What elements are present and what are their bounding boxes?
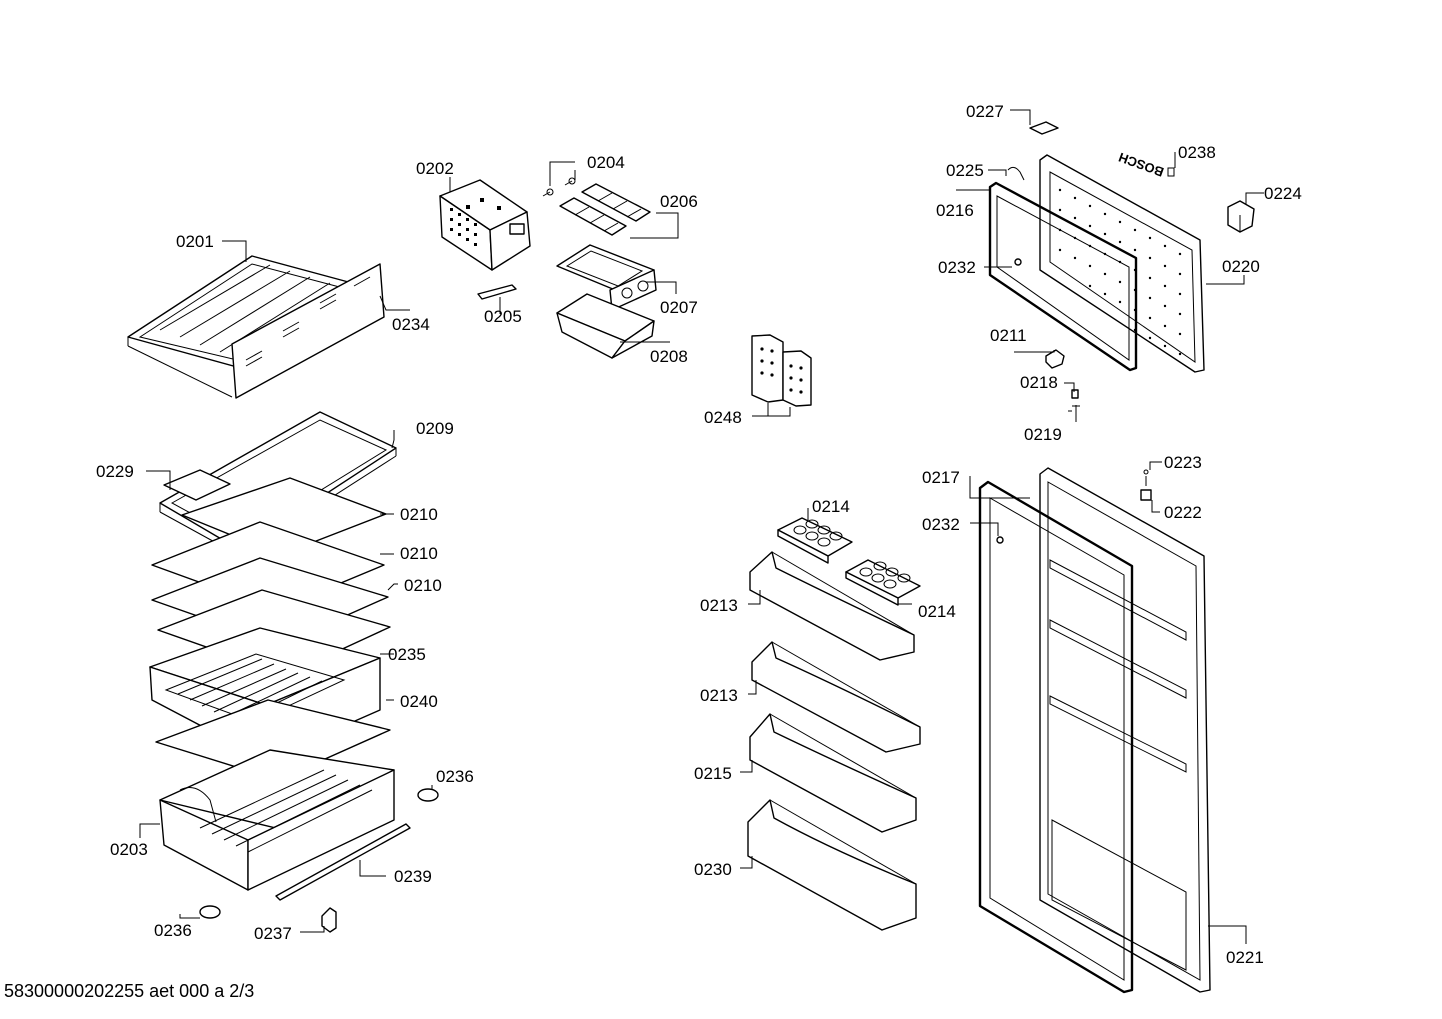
part-0230-door-bin-4 xyxy=(747,799,917,931)
label-0209: 0209 xyxy=(416,419,454,438)
part-0208-ice-bin xyxy=(556,293,655,359)
label-0210-c: 0210 xyxy=(404,576,442,595)
label-0236-lower: 0236 xyxy=(154,921,192,940)
part-0206-ice-trays xyxy=(559,183,651,236)
document-footer-code: 58300000202255 aet 000 a 2/3 xyxy=(4,981,255,1001)
label-0202: 0202 xyxy=(416,159,454,178)
part-0217-fridge-gasket xyxy=(978,480,1134,994)
label-0208: 0208 xyxy=(650,347,688,366)
label-0220: 0220 xyxy=(1222,257,1260,276)
part-0223-screw xyxy=(1143,469,1149,486)
label-0217: 0217 xyxy=(922,468,960,487)
part-0219-screw xyxy=(1072,405,1080,422)
part-0216-freezer-gasket xyxy=(988,181,1138,372)
part-0214-egg-tray-1 xyxy=(777,517,853,564)
label-0232-upper: 0232 xyxy=(938,258,976,277)
label-0222: 0222 xyxy=(1164,503,1202,522)
label-0232-lower: 0232 xyxy=(922,515,960,534)
bosch-logo-text: BOSCH xyxy=(1117,150,1166,180)
label-0201: 0201 xyxy=(176,232,214,251)
label-0235: 0235 xyxy=(388,645,426,664)
label-0240: 0240 xyxy=(400,692,438,711)
label-0227: 0227 xyxy=(966,102,1004,121)
label-0210-b: 0210 xyxy=(400,544,438,563)
part-0248-ice-packs xyxy=(751,334,812,407)
part-0232-plug-upper xyxy=(1014,258,1022,266)
part-0202-housing xyxy=(439,179,531,271)
part-0218-nut xyxy=(1071,389,1079,399)
label-0210-a: 0210 xyxy=(400,505,438,524)
part-0214-egg-tray-2 xyxy=(845,559,921,606)
part-0236-foot-lower xyxy=(199,905,221,919)
label-0236-upper: 0236 xyxy=(436,767,474,786)
part-0238-logo: BOSCH xyxy=(1117,150,1175,180)
label-0223: 0223 xyxy=(1164,453,1202,472)
part-0213-door-bin-1 xyxy=(749,551,915,661)
part-0205-strip xyxy=(477,284,517,300)
label-0230: 0230 xyxy=(694,860,732,879)
label-0214-a: 0214 xyxy=(812,497,850,516)
label-0213-b: 0213 xyxy=(700,686,738,705)
leader-lines xyxy=(139,109,1264,944)
part-0211-handle xyxy=(1045,349,1065,369)
label-0234: 0234 xyxy=(392,315,430,334)
label-0203: 0203 xyxy=(110,840,148,859)
label-0224: 0224 xyxy=(1264,184,1302,203)
label-0214-b: 0214 xyxy=(918,602,956,621)
label-0206: 0206 xyxy=(660,192,698,211)
label-0216: 0216 xyxy=(936,201,974,220)
part-0204-screws xyxy=(542,177,576,197)
label-0221: 0221 xyxy=(1226,948,1264,967)
part-0232-plug-lower xyxy=(996,536,1004,544)
label-0205: 0205 xyxy=(484,307,522,326)
part-0237-clip xyxy=(321,907,337,933)
part-0224-hinge-cover xyxy=(1227,200,1255,233)
part-labels: 0201 0234 0202 0204 0206 0205 0207 0208 … xyxy=(96,102,1302,967)
label-0225: 0225 xyxy=(946,161,984,180)
part-0213-door-bin-2 xyxy=(751,641,921,753)
label-0229: 0229 xyxy=(96,462,134,481)
part-0225-hinge-pin xyxy=(1007,166,1025,181)
part-0215-door-bin-3 xyxy=(749,713,917,833)
part-0234-front-panel xyxy=(231,263,385,399)
label-0215: 0215 xyxy=(694,764,732,783)
label-0239: 0239 xyxy=(394,867,432,886)
label-0204: 0204 xyxy=(587,153,625,172)
label-0211: 0211 xyxy=(990,326,1027,345)
part-0207-ice-bin-frame xyxy=(556,244,657,311)
part-0222-hinge-block xyxy=(1140,489,1152,501)
part-0239-rail xyxy=(275,823,411,901)
label-0219: 0219 xyxy=(1024,425,1062,444)
label-0218: 0218 xyxy=(1020,373,1058,392)
part-0203-crisper-drawer xyxy=(159,749,395,891)
part-0227-cover xyxy=(1029,121,1059,135)
label-0207: 0207 xyxy=(660,298,698,317)
label-0237: 0237 xyxy=(254,924,292,943)
label-0248: 0248 xyxy=(704,408,742,427)
label-0238: 0238 xyxy=(1178,143,1216,162)
label-0213-a: 0213 xyxy=(700,596,738,615)
part-0221-fridge-door xyxy=(1039,467,1211,993)
part-0236-foot-upper xyxy=(417,788,439,802)
